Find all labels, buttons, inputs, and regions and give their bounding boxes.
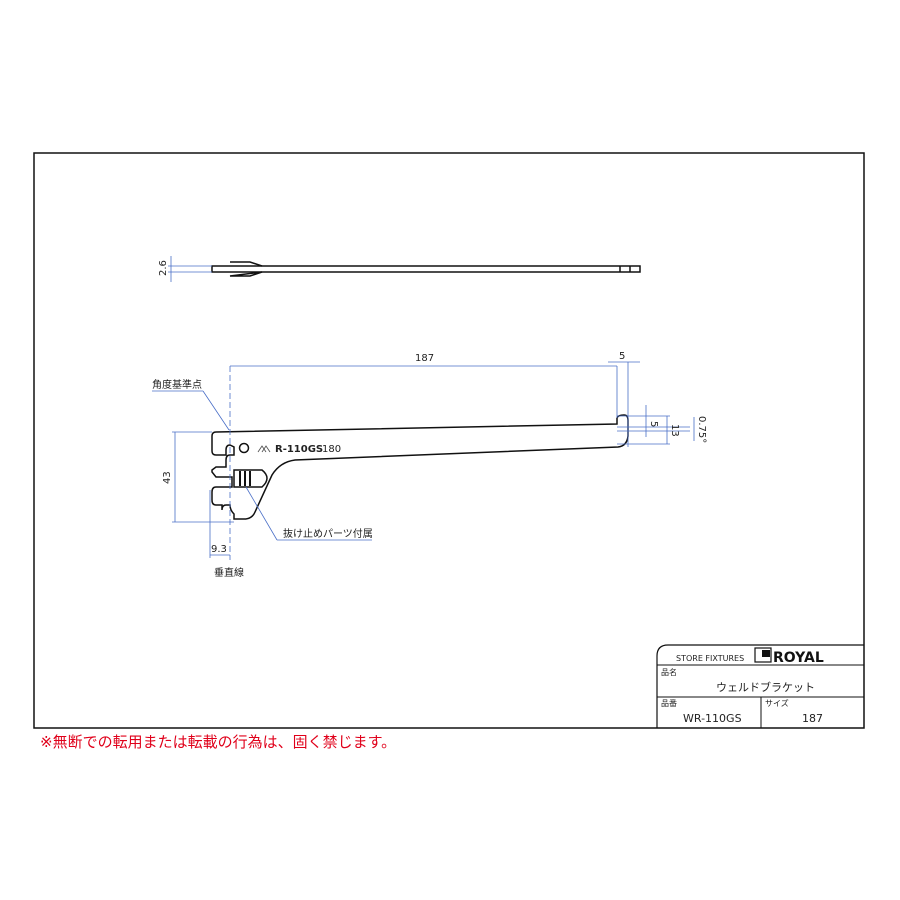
product-name: ウェルドブラケット xyxy=(716,680,815,694)
stamp-size: 180 xyxy=(322,444,341,455)
drawing-frame xyxy=(33,152,865,729)
angle-reference-label: 角度基準点 xyxy=(152,378,202,391)
hook-total-value: 13 xyxy=(669,424,680,437)
hook-width-value: 5 xyxy=(619,351,625,362)
royal-logo-icon xyxy=(754,647,772,663)
hook-height-value: 5 xyxy=(648,421,659,427)
product-name-label: 品名 xyxy=(661,667,677,677)
product-code: WR-110GS xyxy=(683,712,742,725)
length-dimension: 187 5 xyxy=(229,351,640,560)
top-view xyxy=(211,261,641,277)
store-fixtures-text: STORE FIXTURES xyxy=(676,654,744,663)
size-value: 187 xyxy=(802,712,823,725)
leader-lines: 角度基準点 抜け止めパーツ付属 xyxy=(152,378,373,541)
stopper-part-label: 抜け止めパーツ付属 xyxy=(283,527,373,540)
offset-dimension: 9.3 垂直線 xyxy=(209,490,244,579)
title-block: STORE FIXTURES ROYAL 品名 ウェルドブラケット 品番 WR-… xyxy=(656,644,864,728)
stamp-model: R-110GS xyxy=(275,444,323,455)
logo-mark-icon xyxy=(257,445,271,453)
height-dimension: 43 xyxy=(162,431,234,523)
height-value: 43 xyxy=(162,471,173,484)
hook-dimensions: 5 13 0.75° xyxy=(617,405,707,445)
brand-logo-text: ROYAL xyxy=(773,650,824,666)
offset-value: 9.3 xyxy=(211,544,227,555)
length-value: 187 xyxy=(415,353,434,364)
copyright-notice: ※無断での転用または転載の行為は、固く禁じます。 xyxy=(40,733,397,751)
stopper-part xyxy=(233,469,268,488)
thickness-value: 2.6 xyxy=(158,260,169,276)
bracket-side-view: R-110GS 180 xyxy=(211,414,629,520)
vertical-line-label: 垂直線 xyxy=(214,566,244,579)
angle-value: 0.75° xyxy=(696,416,707,443)
product-code-label: 品番 xyxy=(661,698,677,708)
size-label: サイズ xyxy=(765,698,789,708)
thickness-dimension: 2.6 xyxy=(158,256,212,282)
